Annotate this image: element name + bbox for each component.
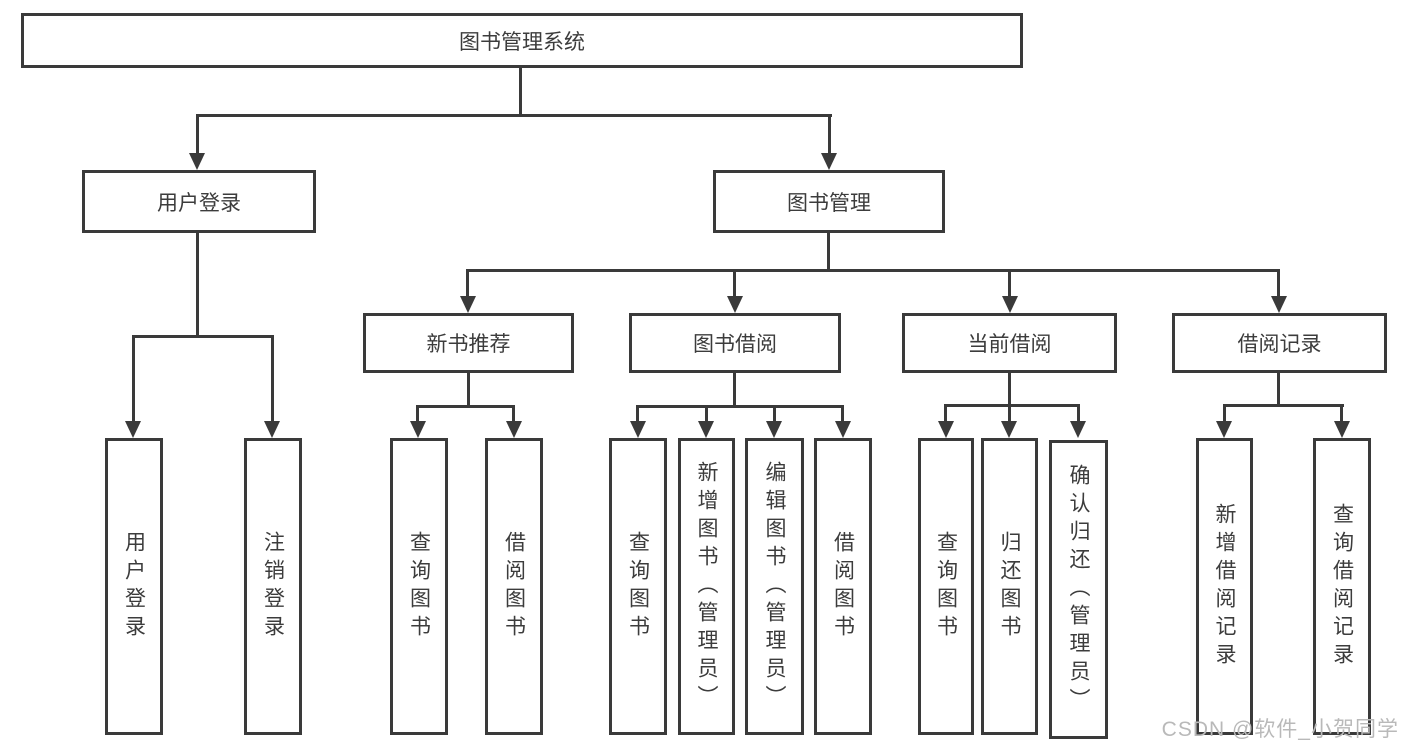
node-library-management-system: 图书管理系统 [21, 13, 1023, 68]
connector-line [944, 404, 947, 423]
connector-line [466, 269, 1280, 272]
connector-line [773, 405, 776, 423]
arrow-down-icon [938, 421, 954, 438]
connector-line [1008, 269, 1011, 297]
connector-line [828, 114, 831, 155]
connector-line [1223, 404, 1226, 423]
connector-line [1277, 373, 1280, 407]
arrow-down-icon [1070, 421, 1086, 438]
leaf-return-books: 归还图书 [981, 438, 1038, 735]
node-book-borrowing: 图书借阅 [629, 313, 841, 373]
node-book-management: 图书管理 [713, 170, 945, 233]
arrow-down-icon [506, 421, 522, 438]
arrow-down-icon [698, 421, 714, 438]
arrow-down-icon [125, 421, 141, 438]
node-current-borrowing: 当前借阅 [902, 313, 1117, 373]
connector-line [1008, 373, 1011, 407]
leaf-confirm-return-admin: 确认归还（管理员） [1049, 440, 1108, 739]
leaf-user-login: 用户登录 [105, 438, 163, 735]
connector-line [1077, 404, 1080, 423]
leaf-query-books-recommend: 查询图书 [390, 438, 448, 735]
arrow-down-icon [1216, 421, 1232, 438]
node-user-login: 用户登录 [82, 170, 316, 233]
arrow-down-icon [1334, 421, 1350, 438]
arrow-down-icon [1002, 296, 1018, 313]
node-borrowing-records: 借阅记录 [1172, 313, 1387, 373]
csdn-watermark: CSDN @软件_小贺同学 [1161, 718, 1399, 741]
arrow-down-icon [264, 421, 280, 438]
arrow-down-icon [1271, 296, 1287, 313]
leaf-add-borrow-record: 新增借阅记录 [1196, 438, 1253, 735]
leaf-query-books-current: 查询图书 [918, 438, 974, 735]
arrow-down-icon [460, 296, 476, 313]
connector-line [132, 335, 135, 423]
leaf-query-borrow-record: 查询借阅记录 [1313, 438, 1371, 735]
connector-line [1008, 404, 1011, 423]
arrow-down-icon [410, 421, 426, 438]
connector-line [416, 405, 419, 423]
connector-line [636, 405, 844, 408]
leaf-borrow-books-borrowing: 借阅图书 [814, 438, 872, 735]
leaf-edit-book-admin: 编辑图书（管理员） [745, 438, 804, 735]
arrow-down-icon [630, 421, 646, 438]
connector-line [944, 404, 1080, 407]
connector-line [196, 233, 199, 338]
arrow-down-icon [189, 153, 205, 170]
arrow-down-icon [821, 153, 837, 170]
connector-line [271, 335, 274, 423]
connector-line [196, 114, 832, 117]
connector-line [132, 335, 274, 338]
leaf-add-book-admin: 新增图书（管理员） [678, 438, 735, 735]
connector-line [416, 405, 515, 408]
arrow-down-icon [727, 296, 743, 313]
connector-line [1340, 404, 1343, 423]
connector-line [841, 405, 844, 423]
connector-line [196, 114, 199, 155]
connector-line [636, 405, 639, 423]
connector-line [733, 269, 736, 297]
leaf-logout: 注销登录 [244, 438, 302, 735]
connector-line [466, 269, 469, 297]
leaf-query-books-borrowing: 查询图书 [609, 438, 667, 735]
arrow-down-icon [1001, 421, 1017, 438]
connector-line [733, 373, 736, 408]
connector-line [1223, 404, 1344, 407]
connector-line [827, 233, 830, 272]
arrow-down-icon [766, 421, 782, 438]
connector-line [519, 68, 522, 117]
connector-line [1277, 269, 1280, 297]
connector-line [705, 405, 708, 423]
node-new-book-recommendation: 新书推荐 [363, 313, 574, 373]
arrow-down-icon [835, 421, 851, 438]
connector-line [467, 373, 470, 408]
leaf-borrow-books-recommend: 借阅图书 [485, 438, 543, 735]
connector-line [512, 405, 515, 423]
